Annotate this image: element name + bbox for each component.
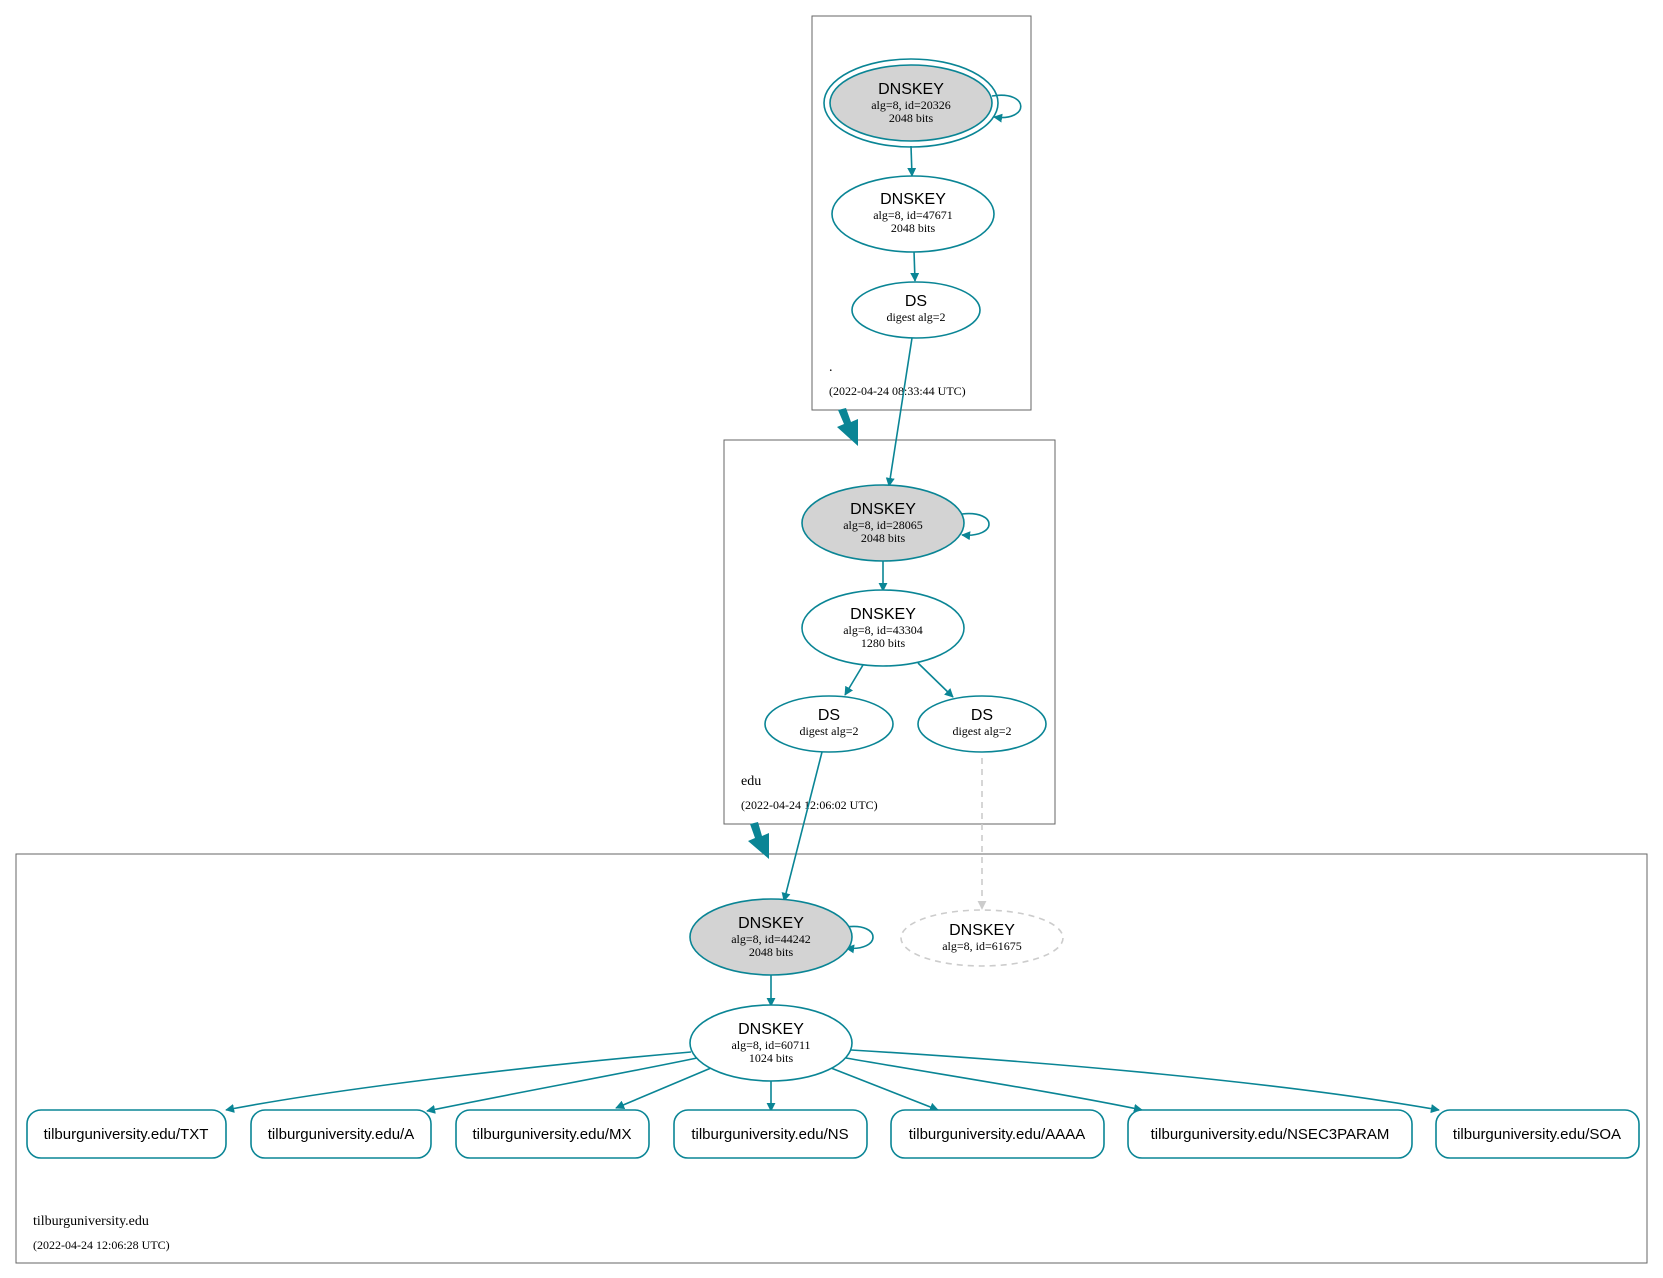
rrset-a[interactable]: tilburguniversity.edu/A: [250, 1109, 432, 1159]
rrset-aaaa-box: [890, 1109, 1105, 1159]
node-root-ksk[interactable]: DNSKEY alg=8, id=20326 2048 bits: [823, 58, 999, 148]
node-root-zsk-line2: 2048 bits: [891, 221, 936, 235]
node-tu-zsk-line1: alg=8, id=60711: [731, 1038, 810, 1052]
node-edu-zsk-line1: alg=8, id=43304: [843, 623, 923, 637]
edge-root-ksk-self: [991, 94, 1022, 123]
rrset-soa-label: tilburguniversity.edu/SOA: [1453, 1126, 1621, 1143]
rrset-mx-label: tilburguniversity.edu/MX: [473, 1126, 632, 1143]
rrset-mx-box: [455, 1109, 650, 1159]
node-edu-zsk[interactable]: DNSKEY alg=8, id=43304 1280 bits: [801, 589, 965, 667]
rrset-a-box: [250, 1109, 432, 1159]
edge-tu-zsk-a: [426, 1057, 698, 1114]
node-tu-zsk[interactable]: DNSKEY alg=8, id=60711 1024 bits: [689, 1004, 853, 1082]
node-root-ds[interactable]: DS digest alg=2: [851, 281, 981, 339]
rrset-mx[interactable]: tilburguniversity.edu/MX: [455, 1109, 650, 1159]
node-tu-missing-key-line1: alg=8, id=61675: [942, 939, 1022, 953]
edge-root-ds-edu-ksk: [885, 337, 913, 487]
node-root-zsk[interactable]: DNSKEY alg=8, id=47671 2048 bits: [831, 175, 995, 253]
node-tu-missing-key[interactable]: DNSKEY alg=8, id=61675: [900, 909, 1064, 967]
node-root-zsk-line1: alg=8, id=47671: [873, 208, 953, 222]
edge-root-ksk-zsk: [907, 145, 917, 177]
rrset-nsec3param[interactable]: tilburguniversity.edu/NSEC3PARAM: [1127, 1109, 1413, 1159]
node-edu-ds1-shape: [764, 695, 894, 753]
rrset-txt-label: tilburguniversity.edu/TXT: [44, 1126, 209, 1143]
node-root-ds-shape: [851, 281, 981, 339]
rrset-ns-box: [673, 1109, 868, 1159]
node-tu-ksk[interactable]: DNSKEY alg=8, id=44242 2048 bits: [689, 898, 853, 976]
rrset-aaaa[interactable]: tilburguniversity.edu/AAAA: [890, 1109, 1105, 1159]
node-edu-ksk-title: DNSKEY: [850, 501, 916, 518]
node-root-ksk-line1: alg=8, id=20326: [871, 98, 951, 112]
zone-root-name: .: [829, 360, 833, 375]
node-tu-zsk-shape: [689, 1004, 853, 1082]
zone-tilburguniversity-name: tilburguniversity.edu: [33, 1214, 149, 1229]
node-root-ksk-line2: 2048 bits: [889, 111, 934, 125]
rrset-txt-box: [26, 1109, 227, 1159]
node-edu-ds1-title: DS: [818, 707, 840, 724]
edge-tu-zsk-soa: [850, 1049, 1440, 1114]
rrset-a-label: tilburguniversity.edu/A: [268, 1126, 414, 1143]
node-edu-zsk-title: DNSKEY: [850, 606, 916, 623]
rrset-ns[interactable]: tilburguniversity.edu/NS: [673, 1109, 868, 1159]
rrset-soa[interactable]: tilburguniversity.edu/SOA: [1435, 1109, 1640, 1159]
node-root-ksk-shape: [829, 64, 993, 142]
edge-tu-zsk-txt: [225, 1051, 692, 1113]
zone-root-box: [811, 15, 1032, 411]
zone-tilburguniversity-time: (2022-04-24 12:06:28 UTC): [33, 1238, 170, 1252]
node-tu-zsk-line2: 1024 bits: [749, 1051, 794, 1065]
zone-edu-time: (2022-04-24 12:06:02 UTC): [741, 798, 878, 812]
edge-tu-zsk-mx: [615, 1067, 712, 1110]
delegation-arrow-root-edu: [837, 408, 858, 446]
node-edu-ksk-shape: [801, 484, 965, 562]
zone-tilburguniversity: tilburguniversity.edu (2022-04-24 12:06:…: [15, 853, 1648, 1264]
node-root-zsk-shape: [831, 175, 995, 253]
node-edu-zsk-shape: [801, 589, 965, 667]
node-root-ksk-outer: [823, 58, 999, 148]
node-root-ds-title: DS: [905, 293, 927, 310]
rrset-nsec3param-label: tilburguniversity.edu/NSEC3PARAM: [1151, 1126, 1390, 1143]
zone-edu: edu (2022-04-24 12:06:02 UTC): [723, 439, 1056, 825]
node-edu-ds2-title: DS: [971, 707, 993, 724]
edge-root-zsk-ds: [910, 250, 920, 282]
rrset-aaaa-label: tilburguniversity.edu/AAAA: [909, 1126, 1085, 1143]
node-edu-ds2-line1: digest alg=2: [952, 724, 1011, 738]
node-tu-missing-key-shape: [900, 909, 1064, 967]
node-root-ksk-title: DNSKEY: [878, 81, 944, 98]
node-root-zsk-title: DNSKEY: [880, 191, 946, 208]
edge-tu-ksk-self: [845, 925, 874, 954]
node-edu-ksk-line2: 2048 bits: [861, 531, 906, 545]
node-edu-zsk-line2: 1280 bits: [861, 636, 906, 650]
edge-tu-zsk-aaaa: [830, 1067, 939, 1112]
edge-edu-zsk-ds1: [844, 664, 864, 696]
node-edu-ds1-line1: digest alg=2: [799, 724, 858, 738]
zone-root: . (2022-04-24 08:33:44 UTC): [811, 15, 1032, 411]
node-tu-ksk-line2: 2048 bits: [749, 945, 794, 959]
zone-edu-name: edu: [741, 774, 761, 789]
zone-root-time: (2022-04-24 08:33:44 UTC): [829, 384, 966, 398]
edge-edu-zsk-ds2: [917, 662, 954, 698]
node-root-ds-line1: digest alg=2: [886, 310, 945, 324]
node-edu-ds2[interactable]: DS digest alg=2: [917, 695, 1047, 753]
node-tu-zsk-title: DNSKEY: [738, 1021, 804, 1038]
node-edu-ds2-shape: [917, 695, 1047, 753]
edge-edu-ds1-tu-ksk: [781, 751, 823, 902]
edge-edu-ksk-self: [961, 512, 990, 541]
rrset-nsec3param-box: [1127, 1109, 1413, 1159]
rrset-soa-box: [1435, 1109, 1640, 1159]
delegation-arrow-edu-tilburg: [748, 822, 769, 859]
node-tu-missing-key-title: DNSKEY: [949, 922, 1015, 939]
edge-tu-zsk-nsec3param: [845, 1057, 1143, 1113]
node-tu-ksk-line1: alg=8, id=44242: [731, 932, 811, 946]
rrset-txt[interactable]: tilburguniversity.edu/TXT: [26, 1109, 227, 1159]
node-edu-ksk-line1: alg=8, id=28065: [843, 518, 923, 532]
node-edu-ksk[interactable]: DNSKEY alg=8, id=28065 2048 bits: [801, 484, 965, 562]
node-tu-ksk-title: DNSKEY: [738, 915, 804, 932]
node-edu-ds1[interactable]: DS digest alg=2: [764, 695, 894, 753]
node-tu-ksk-shape: [689, 898, 853, 976]
zone-edu-box: [723, 439, 1056, 825]
zone-tilburguniversity-box: [15, 853, 1648, 1264]
rrset-ns-label: tilburguniversity.edu/NS: [691, 1126, 848, 1143]
